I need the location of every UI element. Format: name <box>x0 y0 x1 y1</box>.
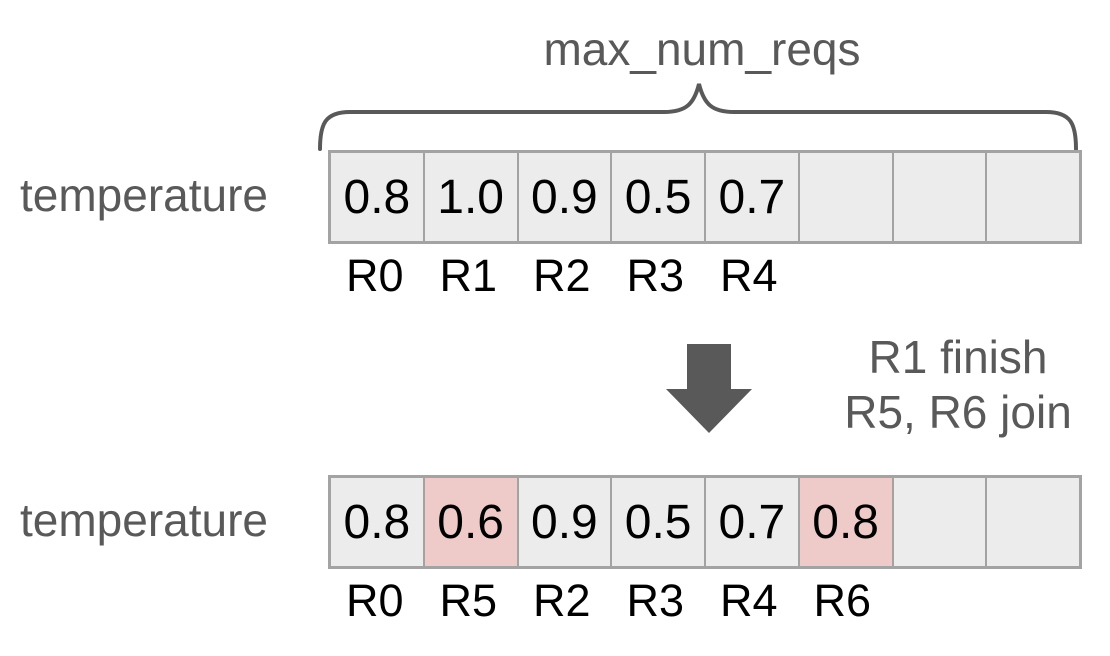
top-brace <box>318 83 1078 151</box>
temperature-cell: 0.6 <box>422 478 517 566</box>
temperature-cell <box>891 153 986 241</box>
temperature-cell: 0.7 <box>704 153 798 241</box>
request-label: R5 <box>439 575 498 626</box>
temperature-cell <box>797 153 892 241</box>
temperature-cell <box>891 478 986 566</box>
request-label: R2 <box>532 250 591 301</box>
temperature-label-after: temperature <box>20 494 269 546</box>
temperature-cell <box>985 478 1079 566</box>
request-label: R6 <box>813 575 872 626</box>
temperature-cell: 1.0 <box>422 153 517 241</box>
down-arrow-icon <box>666 344 752 433</box>
request-labels-before: R0 R1 R2 R3 R4 <box>328 252 1076 300</box>
request-label: R2 <box>532 575 591 626</box>
temperature-cell: 0.5 <box>610 478 704 566</box>
request-label: R4 <box>719 575 778 626</box>
transition-caption-line1: R1 finish <box>868 331 1048 383</box>
temperature-cell: 0.8 <box>331 478 423 566</box>
temperature-cell: 0.9 <box>516 153 611 241</box>
temperature-cell: 0.9 <box>516 478 611 566</box>
request-label: R1 <box>439 250 498 301</box>
temperature-cell <box>985 153 1079 241</box>
temperature-cell: 0.8 <box>797 478 892 566</box>
temperature-cell: 0.5 <box>610 153 704 241</box>
max-num-reqs-label: max_num_reqs <box>543 23 861 75</box>
temperature-cell: 0.7 <box>704 478 798 566</box>
temperature-label-before: temperature <box>20 169 269 221</box>
transition-caption: R1 finish R5, R6 join <box>827 330 1089 440</box>
request-label: R0 <box>345 250 404 301</box>
transition-caption-line2: R5, R6 join <box>844 386 1072 438</box>
request-label: R4 <box>719 250 778 301</box>
request-label: R0 <box>345 575 404 626</box>
request-labels-after: R0 R5 R2 R3 R4 R6 <box>328 577 1076 625</box>
request-label: R3 <box>626 575 685 626</box>
temperature-cell: 0.8 <box>331 153 423 241</box>
request-label: R3 <box>626 250 685 301</box>
